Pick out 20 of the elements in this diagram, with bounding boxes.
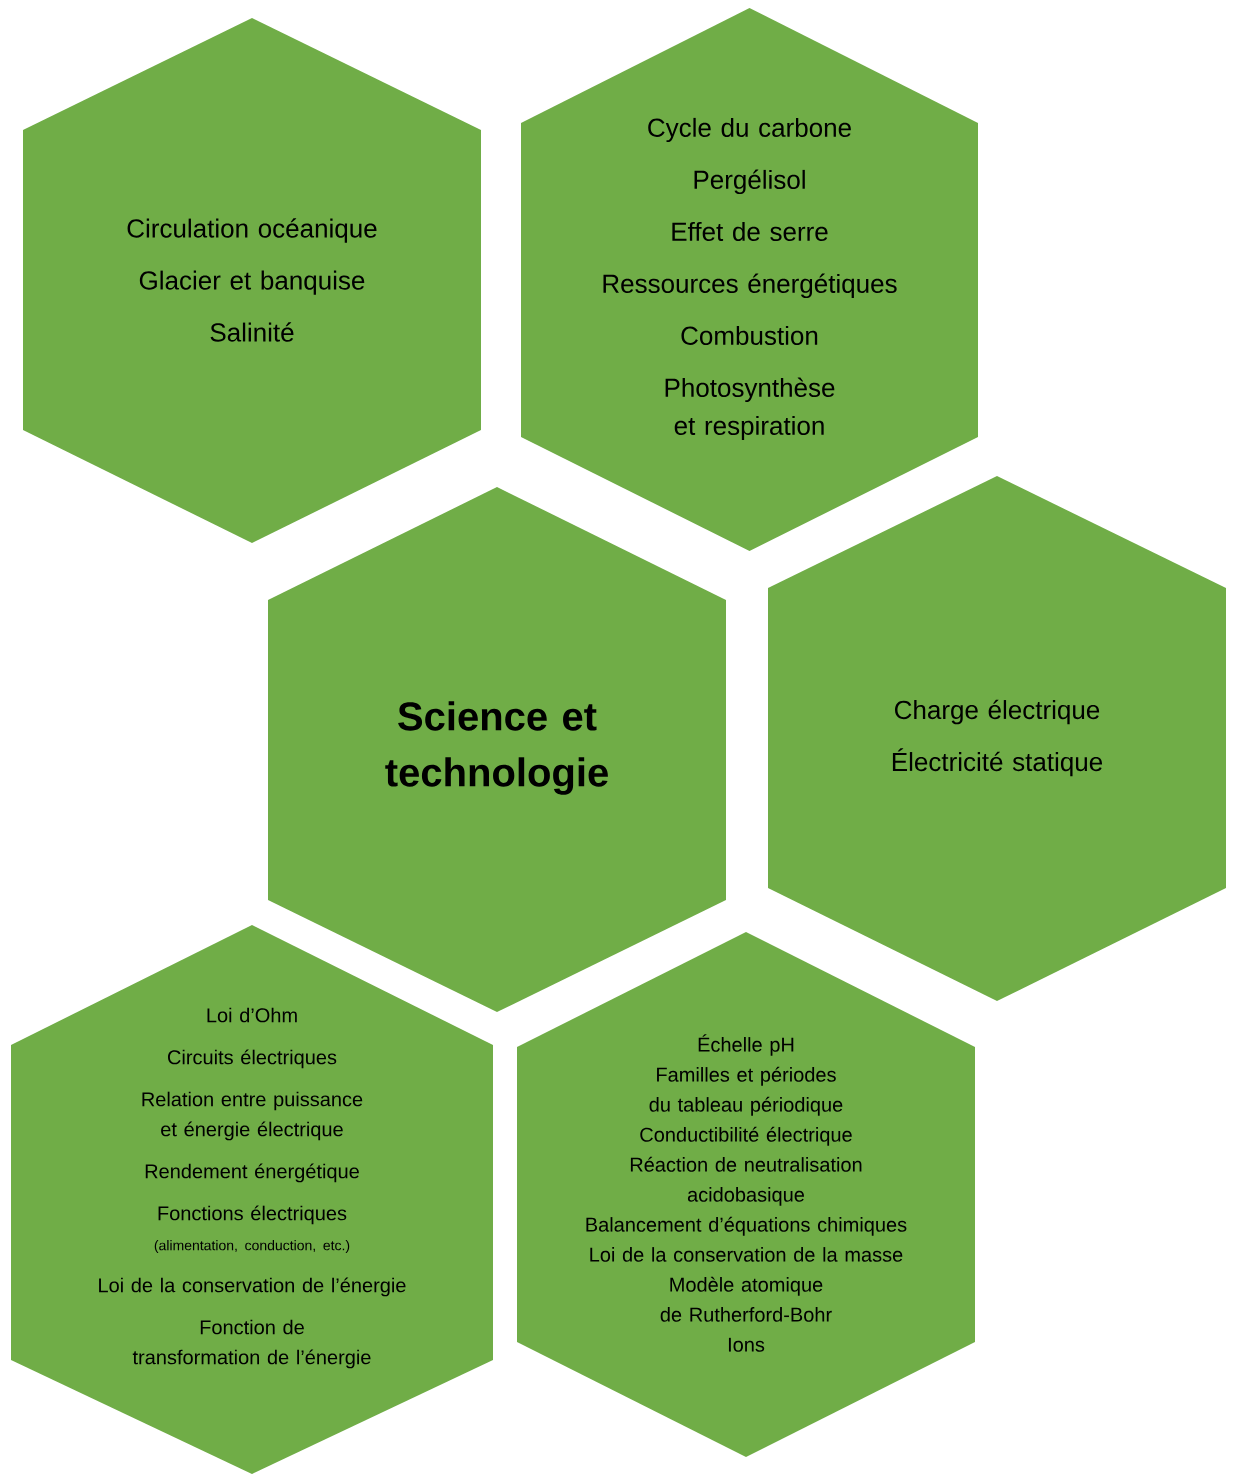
node-label: Photosynthèse et respiration	[665, 377, 835, 441]
node-label: Modèle atomique de Rutherford-Bohr	[660, 1276, 832, 1322]
hexagon: Circulation océanique Glacier et banquise Salinité	[23, 18, 481, 543]
node-label: Ressources énergétiques	[603, 273, 897, 299]
node-label: Combustion	[681, 325, 818, 345]
hexagon: Échelle pH Familles et périodes du tableau périodique Conductibilité électrique Réaction de neutralisation acidobasique Balancement d’équations chimiques Loi de la conservation de la masse Modèle atomique de Rutherford-Bohr Ions	[517, 932, 975, 1457]
node-label: Loi de la conservation de la masse	[590, 1247, 903, 1262]
node-label: Réaction de neutralisation acidobasique	[630, 1156, 862, 1206]
node-label: Balancement d’équations chimiques	[586, 1216, 907, 1236]
hexagon: Cycle du carbone Pergélisol Effet de serre Ressources énergétiques Combustion Photosynthèse et respiration	[521, 8, 978, 551]
node-label: Cycle du carbone	[648, 117, 851, 143]
node-label: Ions	[728, 1337, 765, 1352]
node-label: Familles et périodes du tableau périodique	[649, 1066, 843, 1116]
node-label: Conductibilité électrique	[640, 1126, 852, 1146]
node-label: Échelle pH	[698, 1034, 794, 1056]
node-label: Effet de serre	[672, 221, 828, 241]
node-label: Pergélisol	[694, 169, 805, 195]
node-label: Science et technologie	[385, 701, 608, 795]
hexagon: Charge électrique Électricité statique	[768, 476, 1226, 1001]
hexagon: Loi d’Ohm Circuits électriques Relation entre puissance et énergie électrique Rendement énergétique Fonctions électriques (alimentation, conduction, etc.) Loi de la conservation de l’énergie Fonction de transformation de l’énergie	[11, 925, 493, 1474]
